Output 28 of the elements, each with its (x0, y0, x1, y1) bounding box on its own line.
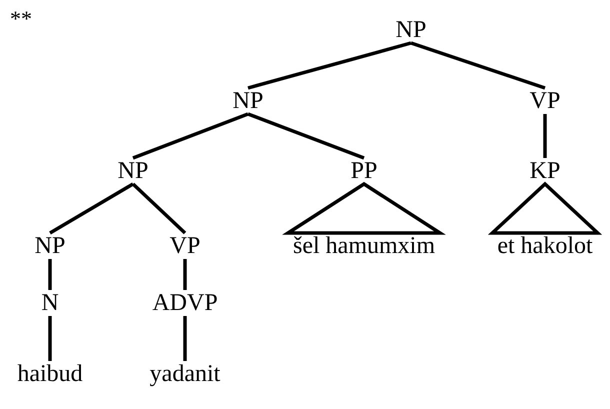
tree-branch (132, 112, 249, 160)
tree-branch (410, 41, 546, 90)
triangle-branch (488, 182, 602, 235)
tree-node-label: VP (168, 233, 202, 259)
tree-branch (543, 114, 547, 158)
note-mark: ** (10, 8, 32, 30)
tree-node-label: N (40, 290, 60, 316)
tree-branch (48, 316, 52, 361)
tree-node-label: NP (394, 17, 428, 43)
tree-node-label: haibud (16, 361, 84, 387)
tree-node-label: šel hamumxim (292, 233, 436, 259)
tree-branch (49, 182, 134, 234)
tree-node-label: ADVP (151, 290, 219, 316)
tree-node-label: NP (116, 158, 150, 184)
tree-branch (132, 182, 186, 234)
tree-node-label: yadanit (148, 361, 222, 387)
tree-node-label: NP (34, 233, 66, 259)
tree-branch (183, 259, 187, 290)
tree-branch (247, 112, 365, 160)
tree-node-label: PP (350, 158, 378, 184)
tree-node-label: KP (528, 158, 562, 184)
tree-node-label: et hakolot (496, 233, 594, 259)
tree-node-label: VP (528, 88, 562, 114)
tree-branch (183, 316, 187, 361)
triangle-branch (282, 182, 446, 235)
tree-node-label: NP (232, 88, 264, 114)
tree-branch (248, 41, 412, 90)
tree-branch (48, 259, 52, 290)
